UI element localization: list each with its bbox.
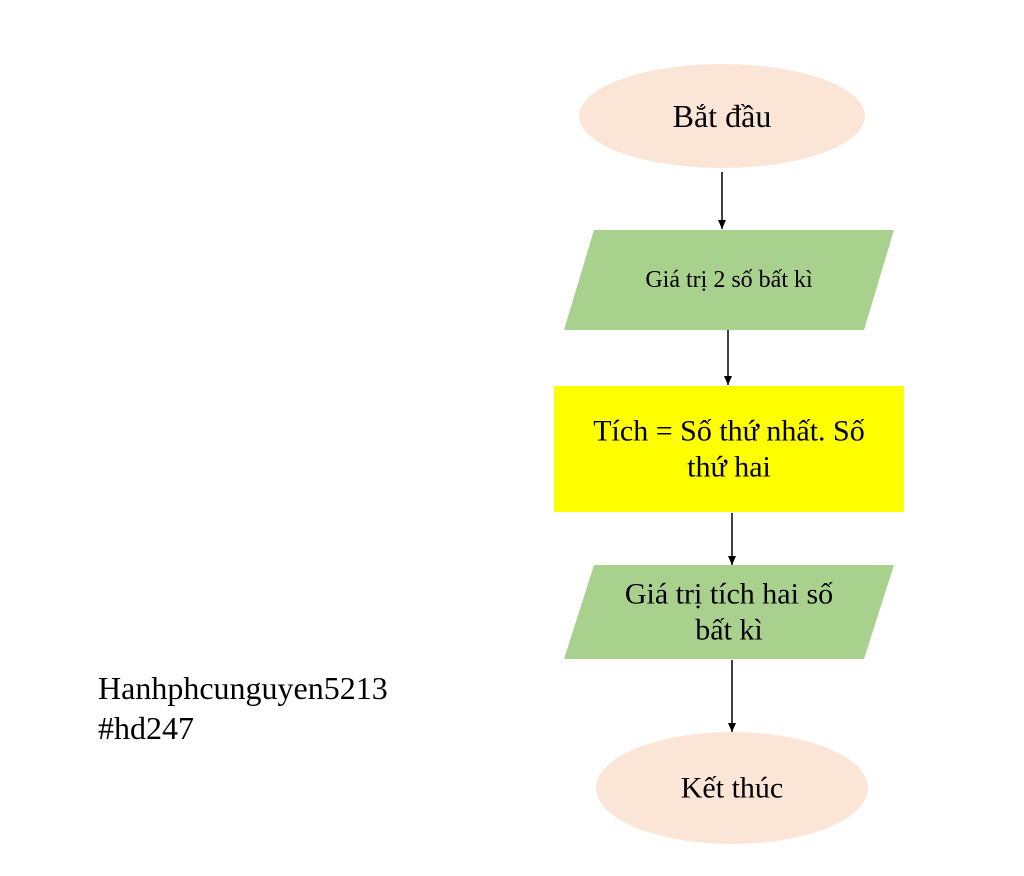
node-end-label-line-1: Kết thúc [681,772,783,805]
watermark-tag: #hd247 [98,710,194,746]
node-end: Kết thúc [596,732,868,844]
node-process-label-line-1: Tích = Số thứ nhất. Số [593,415,865,448]
edges-layer [718,172,736,732]
node-output-label-line-2: bất kì [695,614,763,647]
node-start-shape [579,64,865,168]
watermark-username: Hanhphcunguyen5213 [98,670,388,706]
node-output-label-line-1: Giá trị tích hai số [625,578,833,611]
node-process-label-line-2: thứ hai [687,451,771,484]
node-start-label-line-1: Bắt đầu [673,98,772,134]
node-start: Bắt đầu [579,64,865,168]
node-output-shape [564,565,894,659]
node-input-label-line-1: Giá trị 2 số bất kì [645,267,813,293]
node-end-shape [596,732,868,844]
node-input: Giá trị 2 số bất kì [564,230,894,330]
watermark: Hanhphcunguyen5213 #hd247 [98,668,388,748]
node-input-shape [564,230,894,330]
node-process-shape [554,386,904,512]
